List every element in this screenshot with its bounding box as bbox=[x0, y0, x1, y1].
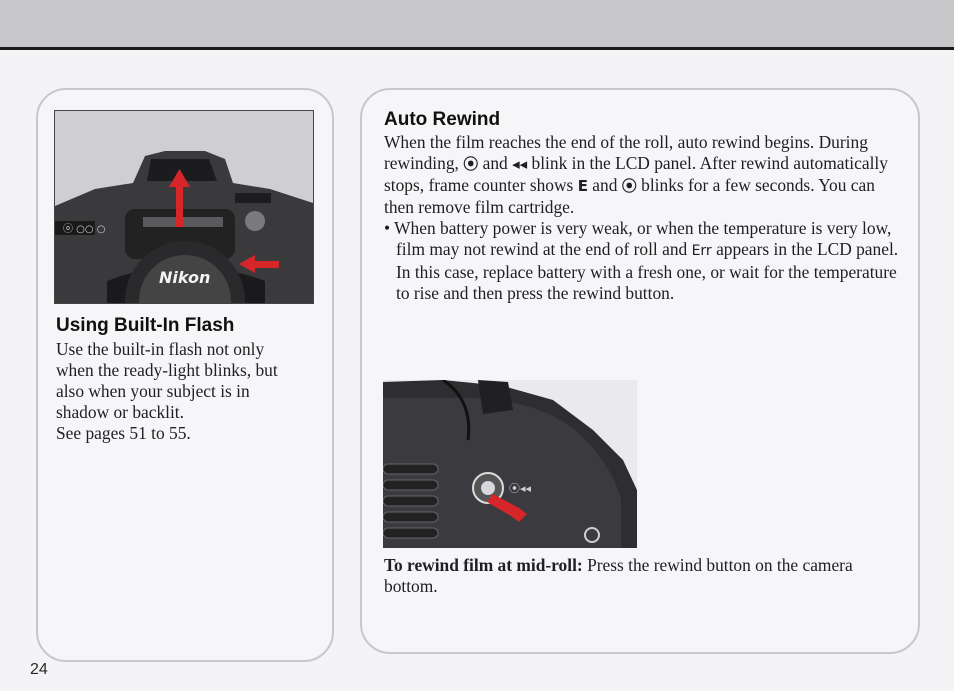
rewind-text: and bbox=[482, 153, 508, 173]
midroll-instruction: To rewind film at mid-roll: Press the re… bbox=[384, 555, 904, 597]
flash-body-line: See pages 51 to 55. bbox=[56, 423, 191, 443]
rewind-panel bbox=[360, 88, 920, 654]
flash-body: Use the built-in flash not only when the… bbox=[56, 339, 326, 444]
page-number: 24 bbox=[30, 661, 48, 678]
nikon-logo: Nikon bbox=[159, 268, 210, 287]
rewind-text: blink in the LCD panel. After rewind aut… bbox=[384, 153, 888, 195]
rewind-bullet: • When battery power is very weak, or wh… bbox=[384, 218, 909, 304]
rewind-text: appears in the LCD panel. In this case, … bbox=[396, 239, 899, 303]
midroll-text: Press the rewind button on the camera bo… bbox=[384, 555, 853, 596]
frame-counter-e-icon: E bbox=[577, 177, 588, 195]
flash-body-line: Use the built-in flash not only bbox=[56, 339, 265, 359]
top-band bbox=[0, 0, 954, 47]
film-cartridge-icon: ⦿ bbox=[463, 155, 479, 173]
camera-bottom-photo: ⦿◂◂ bbox=[383, 380, 637, 548]
top-rule bbox=[0, 47, 954, 50]
flash-heading: Using Built-In Flash bbox=[56, 315, 235, 336]
rewind-text: When the film reaches the end of the rol… bbox=[384, 132, 868, 173]
midroll-label: To rewind film at mid-roll: bbox=[384, 555, 583, 575]
svg-text:⦿◂◂: ⦿◂◂ bbox=[509, 482, 532, 495]
film-cartridge-icon: ⦿ bbox=[621, 177, 637, 195]
rewind-text: blinks for a few seconds. You can then r… bbox=[384, 175, 875, 217]
rewind-heading: Auto Rewind bbox=[384, 109, 501, 130]
svg-text:ⓞ ○○ ○: ⓞ ○○ ○ bbox=[63, 223, 106, 235]
flash-body-line: also when your subject is in bbox=[56, 381, 250, 401]
rewind-paragraph: When the film reaches the end of the rol… bbox=[384, 132, 909, 218]
rewind-text: and bbox=[592, 175, 618, 195]
rewind-body: When the film reaches the end of the rol… bbox=[384, 132, 909, 304]
flash-body-line: shadow or backlit. bbox=[56, 402, 184, 422]
rewind-text: • When battery power is very weak, or wh… bbox=[384, 218, 892, 259]
rewind-icon: ◂◂ bbox=[512, 155, 528, 173]
err-indicator: Err bbox=[691, 243, 712, 259]
built-in-flash-photo: ⓞ ○○ ○ Nikon bbox=[54, 110, 314, 304]
flash-body-line: when the ready-light blinks, but bbox=[56, 360, 278, 380]
